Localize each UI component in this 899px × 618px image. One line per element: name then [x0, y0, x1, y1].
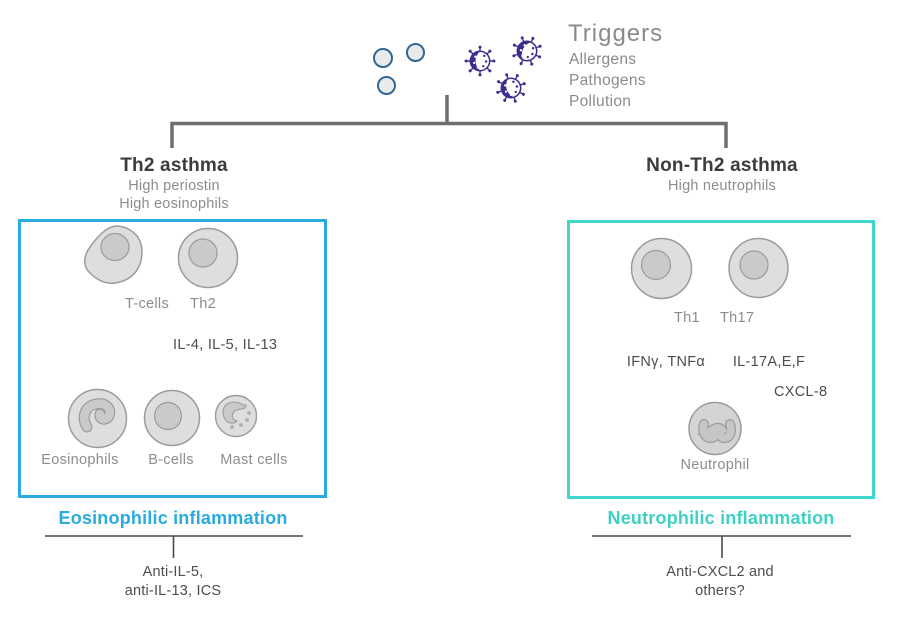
b-cells-label: B-cells: [148, 452, 194, 468]
il17-label: IL-17A,E,F: [732, 354, 806, 370]
th2-subtitle-periostin: High periostin: [128, 178, 220, 194]
b-cell-icon: [143, 389, 201, 447]
th1-label: Th1: [674, 310, 700, 326]
th17-cell-icon: [728, 237, 789, 299]
allergen-particle-icon: [406, 43, 425, 62]
th1-cell-icon: [630, 237, 693, 300]
branch-bracket-line: [170, 121, 728, 148]
left-treatment-connector: [45, 535, 303, 558]
th2-cell-label: Th2: [190, 296, 216, 312]
t-cells-label: T-cells: [125, 296, 169, 312]
eosinophils-label: Eosinophils: [41, 452, 119, 468]
th2-subtitle-eosinophils: High eosinophils: [119, 196, 229, 212]
t-cell-icon: [84, 225, 143, 285]
trigger-item-pathogens: Pathogens: [569, 72, 646, 89]
right-treatment-line1: Anti-CXCL2 and: [666, 564, 774, 580]
virus-icon: [512, 36, 542, 66]
right-treatment-connector: [592, 535, 851, 558]
allergen-particle-icon: [373, 48, 393, 68]
mast-cells-label: Mast cells: [220, 452, 288, 468]
left-treatment-line2: anti-IL-13, ICS: [124, 583, 222, 599]
cxcl8-label: CXCL-8: [774, 384, 828, 400]
eosinophil-cell-icon: [67, 388, 128, 449]
il-cytokines-label: IL-4, IL-5, IL-13: [173, 337, 278, 353]
neutrophil-label: Neutrophil: [680, 457, 750, 473]
mast-cell-icon: [214, 394, 258, 438]
neutrophilic-inflammation-label: Neutrophilic inflammation: [607, 508, 835, 528]
non-th2-asthma-title: Non-Th2 asthma: [646, 155, 798, 176]
th17-label: Th17: [720, 310, 755, 326]
left-treatment-line1: Anti-IL-5,: [142, 564, 204, 580]
neutrophil-cell-icon: [688, 401, 742, 456]
th2-cell-icon: [177, 227, 239, 289]
ifn-tnf-label: IFNγ, TNFα: [626, 354, 706, 370]
virus-icon: [464, 45, 496, 77]
virus-icon: [496, 73, 526, 103]
th2-asthma-title: Th2 asthma: [120, 155, 228, 176]
right-treatment-line2: others?: [695, 583, 745, 599]
non-th2-subtitle-neutrophils: High neutrophils: [668, 178, 776, 194]
th2-pathway-box: [18, 219, 327, 498]
allergen-particle-icon: [377, 76, 396, 95]
triggers-title: Triggers: [568, 20, 664, 47]
trigger-item-allergens: Allergens: [569, 51, 637, 68]
eosinophilic-inflammation-label: Eosinophilic inflammation: [58, 508, 288, 528]
trigger-item-pollution: Pollution: [569, 93, 632, 110]
